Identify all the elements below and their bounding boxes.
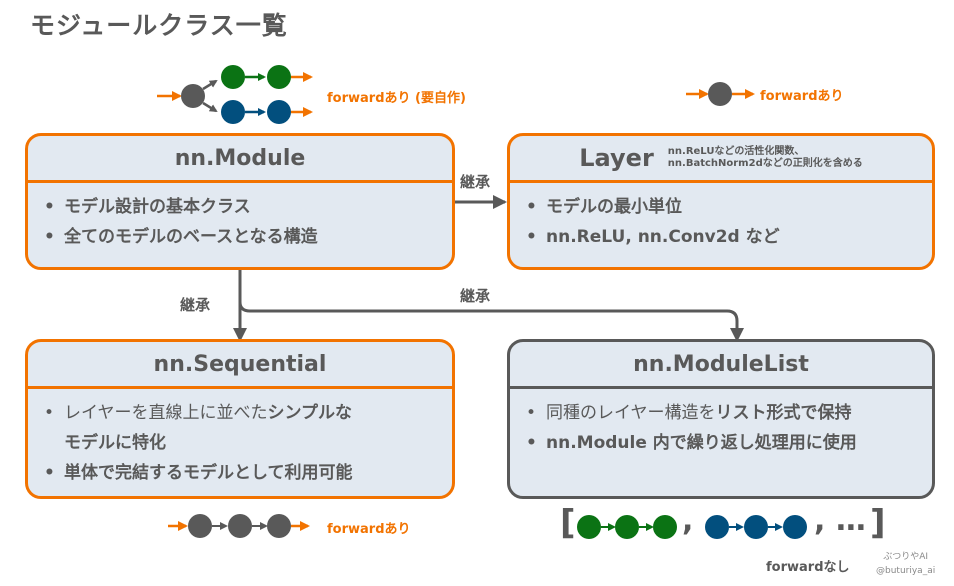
sequential-box: nn.Sequential •レイヤーを直線上に並べたシンプルな モデルに特化 … [25,339,455,499]
blue-node-1 [221,100,245,124]
single-legend-graphic [686,82,755,106]
module-item: •モデル設計の基本クラス [44,197,251,217]
input-node [181,84,205,108]
single-legend-label: forwardあり [760,89,844,104]
single-node [708,82,732,106]
modulelist-box: nn.ModuleList •同種のレイヤー構造をリスト形式で保持 •nn.Mo… [507,339,935,499]
layer-note-line2: nn.BatchNorm2dなどの正則化を含める [667,158,863,169]
credit-handle: @buturiya_ai [876,566,936,576]
green-node-2 [267,65,291,89]
branch-arrow-down [202,101,218,113]
module-item: •全てのモデルのベースとなる構造 [44,227,318,247]
inherit-label-sequential: 継承 [180,296,211,314]
sequential-box-title: nn.Sequential [28,342,452,389]
layer-box: Layer nn.ReLUなどの活性化関数、 nn.BatchNorm2dなどの… [507,133,935,270]
sequential-item: •レイヤーを直線上に並べたシンプルな [44,403,352,423]
sequential-legend-graphic [168,514,310,538]
branch-arrow-up [202,79,218,91]
list-close-bracket: ] [870,503,886,543]
module-box-title: nn.Module [28,136,452,183]
layer-item: •nn.ReLU, nn.Conv2d など [526,227,780,247]
layer-box-header: Layer nn.ReLUなどの活性化関数、 nn.BatchNorm2dなどの… [510,136,932,183]
modulelist-item: •nn.Module 内で繰り返し処理用に使用 [526,433,857,453]
credit: ぶつりやAI @buturiya_ai [876,550,935,578]
green-node-1 [221,65,245,89]
branch-legend-label: forwardあり (要自作) [327,91,466,106]
inherit-arrow-to-modulelist [238,301,744,342]
layer-box-title: Layer [579,144,654,172]
module-box: nn.Module •モデル設計の基本クラス •全てのモデルのベースとなる構造 [25,133,455,270]
modulelist-legend-graphic [577,515,807,539]
page-title: モジュールクラス一覧 [30,11,288,40]
branch-legend-graphic [157,65,313,124]
list-open-bracket: [ [560,503,576,543]
modulelist-item: •同種のレイヤー構造をリスト形式で保持 [526,403,852,423]
sequential-item-continued: モデルに特化 [64,433,166,453]
credit-name: ぶつりやAI [883,552,929,562]
blue-node-2 [267,100,291,124]
sequential-legend-label: forwardあり [327,522,411,537]
inherit-label-layer: 継承 [460,173,491,191]
layer-item: •モデルの最小単位 [526,197,682,217]
sequential-item: •単体で完結するモデルとして利用可能 [44,463,353,483]
inherit-label-modulelist: 継承 [460,287,491,305]
modulelist-box-title: nn.ModuleList [510,342,932,389]
modulelist-legend-label: forwardなし [766,560,850,575]
list-comma: , [682,503,694,538]
list-tail: , … [814,503,866,538]
layer-note-line1: nn.ReLUなどの活性化関数、 [667,146,805,157]
